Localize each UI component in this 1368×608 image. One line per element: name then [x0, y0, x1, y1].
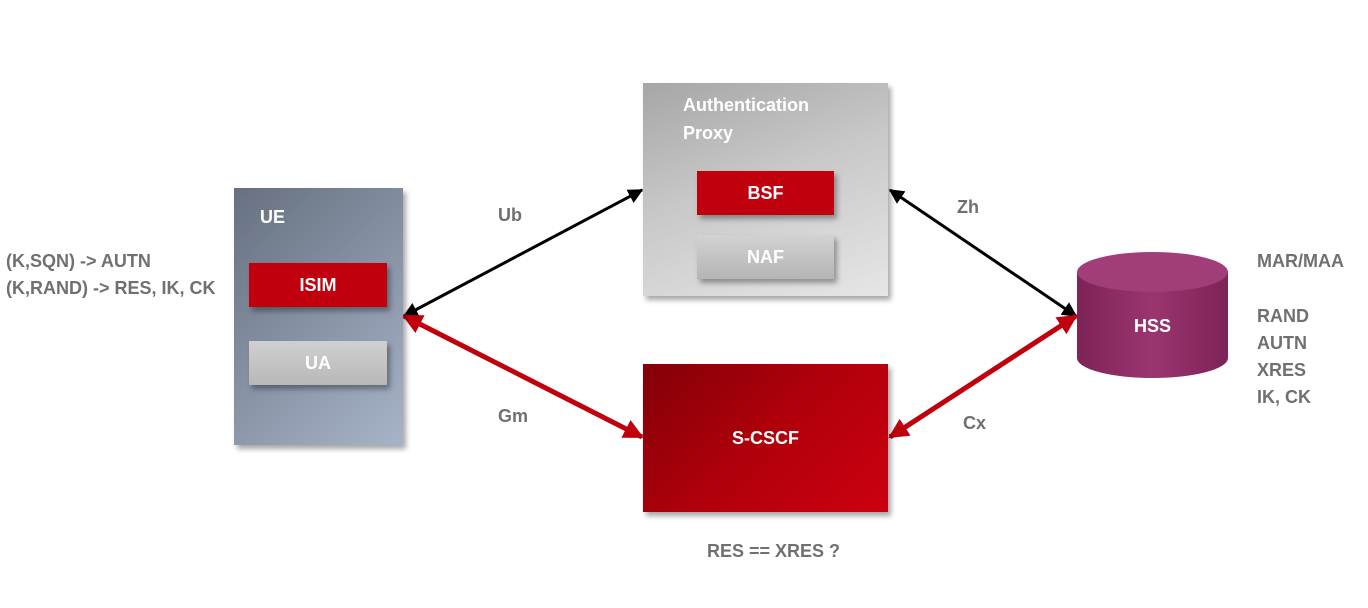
gm-link	[402, 313, 644, 440]
naf-box: NAF	[697, 235, 834, 279]
zh-link	[888, 188, 1078, 318]
ua-box: UA	[249, 341, 387, 385]
note-line: (K,RAND) -> RES, IK, CK	[6, 278, 216, 298]
isim-box: ISIM	[249, 263, 387, 307]
cx-label: Cx	[963, 413, 987, 433]
cx-link	[888, 313, 1078, 440]
vector-item: IK, CK	[1257, 387, 1311, 407]
zh-label: Zh	[957, 197, 979, 217]
ub-label: Ub	[498, 205, 522, 225]
s-cscf-box: S-CSCF	[643, 364, 888, 512]
vector-item: XRES	[1257, 360, 1307, 380]
hss-database-icon	[1077, 252, 1228, 378]
ue-label: UE	[260, 207, 286, 227]
hss-label: HSS	[1133, 316, 1171, 336]
hss-auth-vector-list: RAND AUTN XRES IK, CK	[1257, 303, 1311, 411]
gm-label: Gm	[498, 406, 529, 426]
res-comparison-note: RES == XRES ?	[707, 541, 841, 561]
ue-computation-notes: (K,SQN) -> AUTN (K,RAND) -> RES, IK, CK	[6, 248, 216, 302]
mar-maa-label: MAR/MAA	[1257, 251, 1344, 271]
vector-item: AUTN	[1257, 333, 1307, 353]
note-line: (K,SQN) -> AUTN	[6, 251, 151, 271]
vector-item: RAND	[1257, 306, 1309, 326]
bsf-box: BSF	[697, 171, 834, 215]
ue-box	[234, 188, 403, 445]
ub-link	[402, 188, 644, 318]
authentication-proxy-label: Authentication Proxy	[683, 95, 809, 143]
